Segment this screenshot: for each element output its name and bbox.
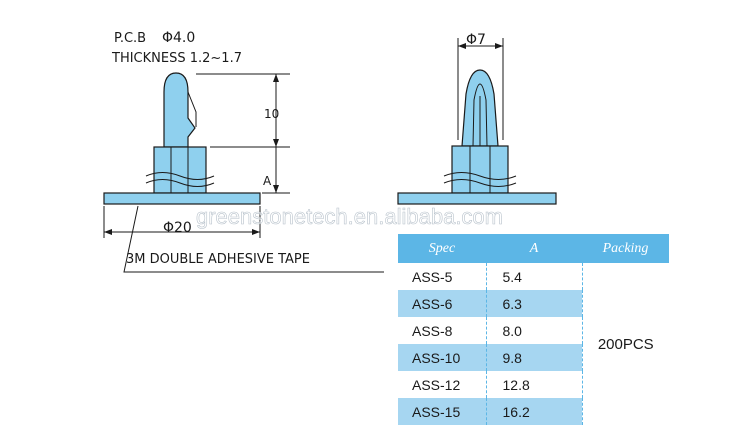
dim-a-arrow — [273, 185, 279, 193]
a-cell: 5.4 — [485, 263, 583, 290]
right-break-line-1 — [443, 172, 517, 180]
packing-cell: 200PCS — [582, 263, 669, 425]
spec-cell: ASS-8 — [412, 322, 453, 339]
dim-10-arrows — [273, 74, 279, 147]
header-spec: Spec — [398, 234, 486, 263]
right-base-plate — [397, 192, 557, 205]
watermark: greenstonetech.en.alibaba.com — [196, 204, 503, 229]
table-row: ASS-6 6.3 — [398, 290, 669, 317]
pcb-phi-label: Φ4.0 — [162, 30, 195, 46]
table-row: ASS-15 16.2 — [398, 398, 669, 425]
pcb-label: P.C.B — [114, 31, 146, 46]
table-row: ASS-12 12.8 — [398, 371, 669, 398]
table-row: ASS-10 9.8 — [398, 344, 669, 371]
dim-10-label: 10 — [264, 107, 279, 121]
spec-cell: ASS-15 — [398, 398, 486, 425]
a-cell: 9.8 — [485, 344, 583, 371]
a-cell: 6.3 — [485, 290, 583, 317]
right-break-line-2 — [443, 179, 517, 187]
dim-7-label: Φ7 — [466, 32, 486, 48]
left-base-plate — [103, 192, 261, 205]
left-view: P.C.B Φ4.0 THICKNESS 1.2~1.7 10 A Φ20 — [103, 30, 384, 273]
thickness-label: THICKNESS 1.2~1.7 — [111, 51, 242, 66]
dim-20-label: Φ20 — [163, 220, 192, 236]
table-row: ASS-5 5.4 200PCS — [398, 263, 669, 425]
a-cell: 16.2 — [485, 398, 583, 425]
a-cell: 12.8 — [485, 371, 583, 398]
tape-leader-line — [123, 205, 384, 273]
a-cell: 8.0 — [485, 317, 583, 344]
spec-cell: ASS-12 — [412, 376, 461, 393]
header-packing: Packing — [582, 234, 669, 263]
left-break-line-1 — [145, 172, 215, 180]
header-a: A — [486, 234, 582, 263]
left-pin-latch-line — [187, 91, 197, 127]
left-pin — [163, 72, 196, 148]
tape-label: 3M DOUBLE ADHESIVE TAPE — [126, 252, 310, 267]
spec-cell: ASS-5 — [412, 268, 453, 285]
left-break-line-2 — [145, 179, 215, 187]
spec-table-header: Spec A Packing — [398, 234, 669, 263]
spec-table: Spec A Packing ASS-5 5.4 200PCS ASS-6 6.… — [398, 234, 669, 425]
dim-a-label: A — [263, 174, 272, 188]
spec-cell: ASS-6 — [398, 290, 486, 317]
spec-cell: ASS-10 — [398, 344, 486, 371]
table-row: ASS-8 8.0 — [398, 317, 669, 344]
right-body — [451, 145, 509, 194]
right-view: Φ7 — [397, 32, 557, 205]
right-pin-slot — [472, 83, 488, 147]
